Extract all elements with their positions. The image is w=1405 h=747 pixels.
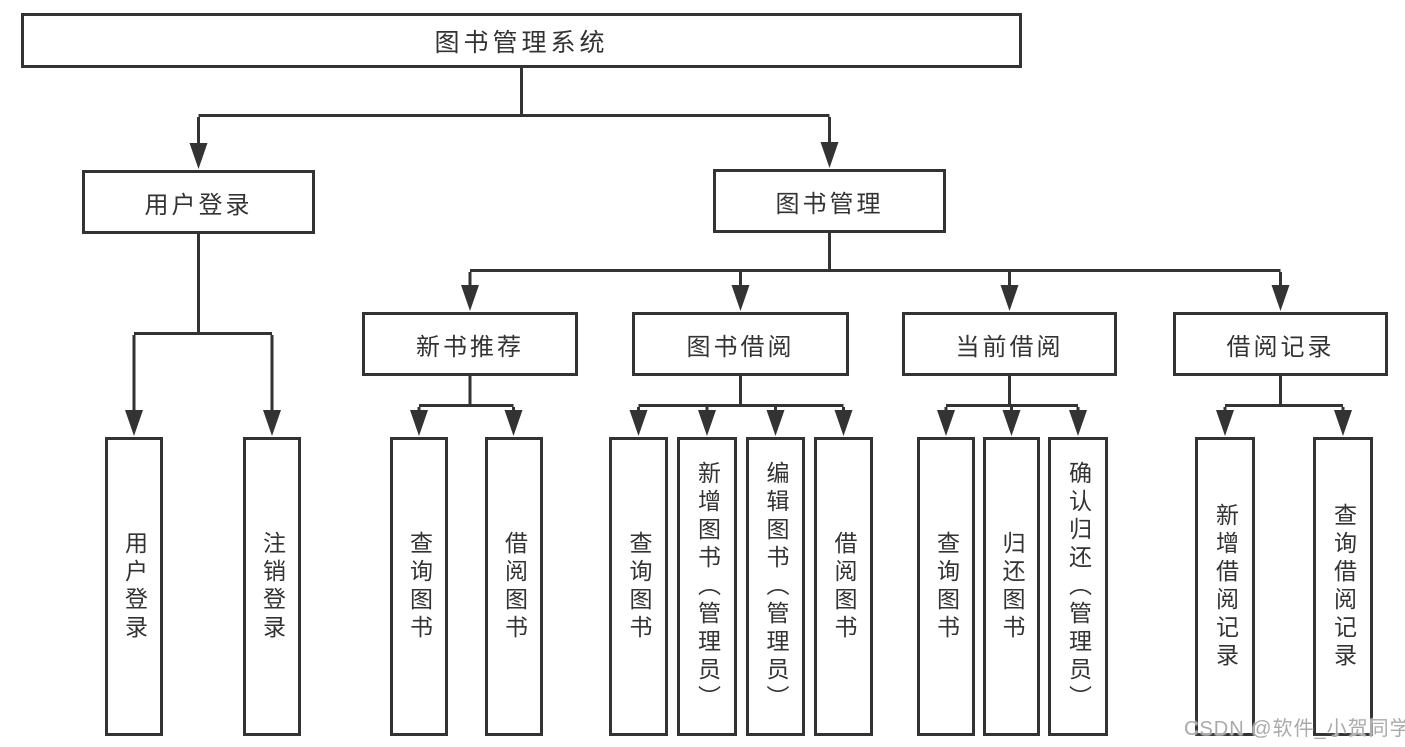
node-book-borrow: 图书借阅 [632,312,849,376]
leaf-query-books-current: 查询图书 [917,437,975,736]
leaf-add-borrow-record: 新增借阅记录 [1195,437,1255,736]
leaf-query-books-borrow: 查询图书 [609,437,668,736]
watermark: CSDN @软件_小贺同学 [1184,718,1405,740]
leaf-query-borrow-record: 查询借阅记录 [1313,437,1373,736]
leaf-add-books-admin: 新增图书（管理员） [677,437,737,736]
node-borrow-records: 借阅记录 [1173,312,1388,376]
leaf-logout: 注销登录 [243,437,301,736]
node-current-borrow: 当前借阅 [902,312,1117,376]
node-new-book-recommend: 新书推荐 [362,312,578,376]
leaf-user-login: 用户登录 [105,437,163,736]
leaf-return-books: 归还图书 [983,437,1040,736]
leaf-borrow-books: 借阅图书 [814,437,873,736]
leaf-confirm-return-admin: 确认归还（管理员） [1048,437,1108,736]
leaf-edit-books-admin: 编辑图书（管理员） [746,437,805,736]
node-book-management: 图书管理 [713,169,946,233]
leaf-query-books-recommend: 查询图书 [390,437,448,736]
leaf-borrow-books-recommend: 借阅图书 [485,437,543,736]
node-library-management-system: 图书管理系统 [21,13,1022,68]
node-user-login: 用户登录 [82,170,315,234]
